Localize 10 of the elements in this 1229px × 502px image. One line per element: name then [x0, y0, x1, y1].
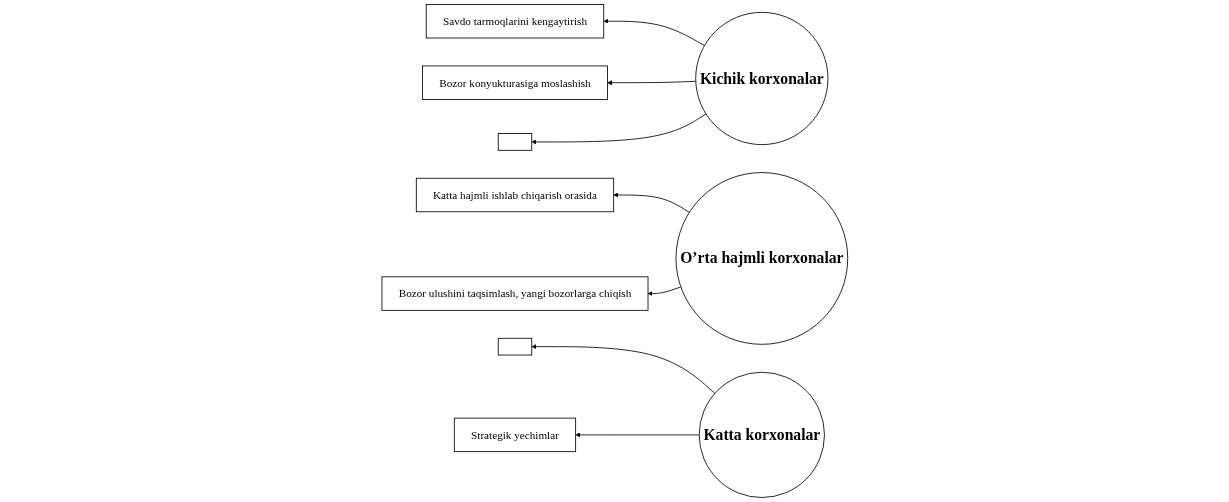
node-box: Katta hajmli ishlab chiqarish orasida	[415, 177, 614, 213]
node-box: Bozor konyukturasiga moslashish	[421, 65, 608, 100]
node-box: Savdo tarmoqlarini kengaytirish	[425, 4, 604, 39]
node-box: Strategik yechimlar	[453, 417, 576, 453]
node-box: Bozor ulushini taqsimlash, yangi bozorlarga chiqish	[381, 276, 649, 311]
node-circle: O’rta hajmli korxonalar	[675, 172, 848, 345]
node-box	[497, 133, 532, 151]
node-box	[497, 337, 532, 356]
node-circle: Kichik korxonalar	[694, 11, 829, 146]
node-circle: Katta korxonalar	[698, 371, 825, 498]
